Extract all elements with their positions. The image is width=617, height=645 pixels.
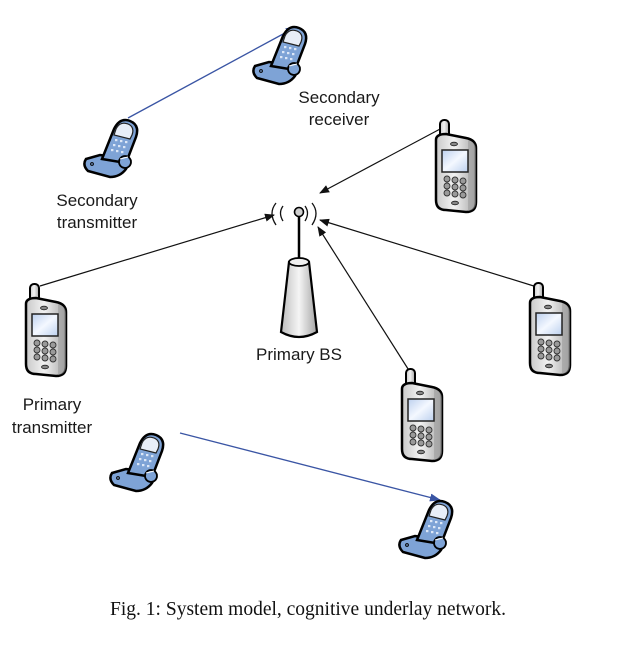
primary-link-right: [319, 218, 538, 288]
secondary-pair2-receiver: [398, 499, 454, 560]
primary-link-bottom: [317, 226, 411, 373]
cell-phone-icon: [24, 282, 68, 378]
secondary-receiver-label-line1: Secondary: [298, 88, 380, 107]
base-station-icon: [271, 202, 319, 339]
primary-transmitter-label-line2: transmitter: [12, 418, 93, 437]
secondary-transmitter-label-line1: Secondary: [56, 191, 138, 210]
primary-transmitter-label-line1: Primary: [23, 395, 82, 414]
primary-user-right: [528, 281, 572, 377]
primary-link-top-right: [319, 127, 443, 194]
secondary-link-bottom: [179, 432, 441, 502]
cell-phone-icon: [434, 118, 478, 214]
primary-link-left: [39, 213, 275, 287]
cell-phone-icon: [528, 281, 572, 377]
links-layer: [39, 26, 538, 502]
figure-caption: Fig. 1: System model, cognitive underlay…: [110, 599, 506, 620]
secondary-receiver: Secondary receiver: [252, 25, 380, 129]
flip-phone-icon: [83, 118, 139, 179]
flip-phone-icon: [398, 499, 454, 560]
primary-user-top-right: [434, 118, 478, 214]
flip-phone-icon: [109, 432, 165, 493]
cell-phone-icon: [400, 367, 444, 463]
secondary-pair2-transmitter: [109, 432, 165, 493]
primary-transmitter: Primary transmitter: [12, 282, 93, 437]
primary-user-bottom: [400, 367, 444, 463]
secondary-transmitter: Secondary transmitter: [56, 118, 139, 232]
secondary-transmitter-label-line2: transmitter: [57, 213, 138, 232]
secondary-receiver-label-line2: receiver: [309, 110, 370, 129]
primary-bs-label: Primary BS: [256, 345, 342, 364]
secondary-link-top: [127, 26, 297, 119]
primary-bs: Primary BS: [256, 202, 342, 364]
